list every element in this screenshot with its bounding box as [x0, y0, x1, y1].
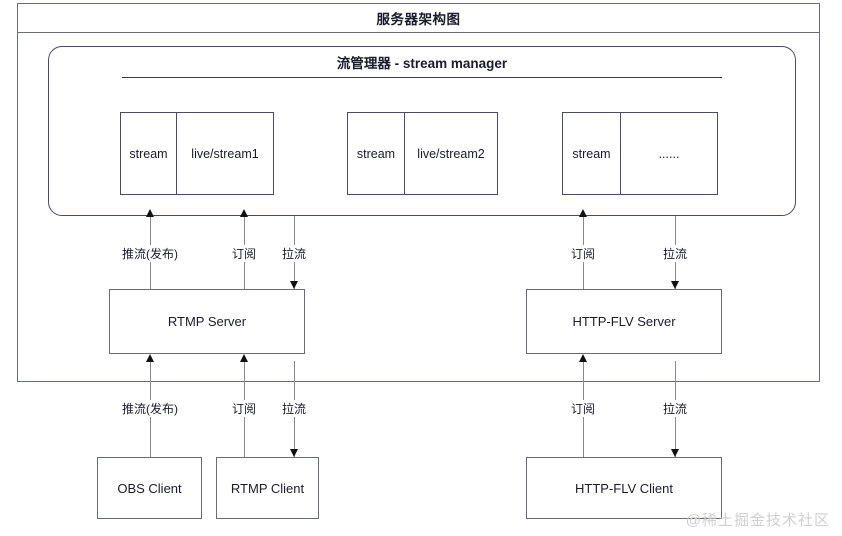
page-title: 服务器架构图	[376, 12, 461, 27]
arrow-up-icon	[145, 209, 154, 217]
edge-label-subscribe-upper-left: 订阅	[229, 245, 259, 262]
stream-entry-value: ......	[658, 146, 680, 161]
node-label: RTMP Server	[167, 314, 247, 329]
stream-entry: stream ......	[562, 112, 718, 195]
edge-label-subscribe-lower-left: 订阅	[229, 400, 259, 417]
arrow-up-icon	[578, 209, 587, 217]
node-label: HTTP-FLV Server	[572, 314, 676, 329]
watermark: @稀土掘金技术社区	[685, 512, 830, 529]
node-label: HTTP-FLV Client	[575, 480, 673, 496]
arrow-up-icon	[145, 354, 154, 362]
node-http-flv-client: HTTP-FLV Client	[526, 457, 722, 519]
edge-label-push-upper: 推流(发布)	[120, 245, 180, 262]
stream-entry-key: stream	[348, 113, 405, 194]
stream-entry-value: live/stream1	[191, 146, 259, 161]
stream-entry: stream live/stream2	[347, 112, 498, 195]
node-rtmp-client: RTMP Client	[216, 457, 319, 519]
arrow-up-icon	[239, 354, 248, 362]
node-label: OBS Client	[117, 480, 182, 496]
stream-manager-title: 流管理器 - stream manager	[336, 56, 508, 71]
edge-label-pull-upper-right: 拉流	[660, 245, 690, 262]
edge-label-subscribe-lower-right: 订阅	[568, 400, 598, 417]
stream-entry: stream live/stream1	[120, 112, 274, 195]
node-label: RTMP Client	[230, 480, 305, 496]
arrow-down-icon	[670, 449, 679, 457]
arrow-down-icon	[289, 281, 298, 289]
edge-label-pull-lower-left: 拉流	[279, 400, 309, 417]
arrow-down-icon	[670, 281, 679, 289]
stream-manager-divider	[122, 77, 722, 78]
stream-entry-key: stream	[563, 113, 621, 194]
edge-label-pull-lower-right: 拉流	[660, 400, 690, 417]
arrow-up-icon	[239, 209, 248, 217]
edge-label-subscribe-upper-right: 订阅	[568, 245, 598, 262]
edge-label-pull-upper-left: 拉流	[279, 245, 309, 262]
node-http-flv-server: HTTP-FLV Server	[526, 289, 722, 354]
edge-label-push-lower: 推流(发布)	[120, 400, 180, 417]
node-rtmp-server: RTMP Server	[109, 289, 305, 354]
arrow-down-icon	[289, 449, 298, 457]
stream-entry-key: stream	[121, 113, 177, 194]
arrow-up-icon	[578, 354, 587, 362]
stream-entry-value: live/stream2	[417, 146, 485, 161]
diagram-title-bar: 服务器架构图	[17, 3, 820, 33]
node-obs-client: OBS Client	[97, 457, 202, 519]
